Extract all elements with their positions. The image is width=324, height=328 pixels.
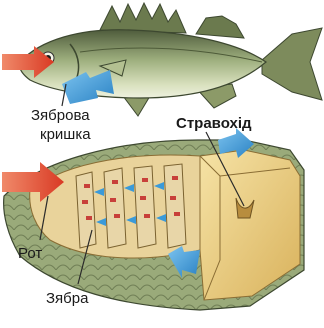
whole-fish — [19, 3, 322, 116]
gill-cover-label-line2: кришка — [40, 126, 91, 143]
dorsal-fin-spiny — [100, 3, 186, 33]
gills-label: Зябра — [46, 290, 89, 307]
esophagus-label: Стравохід — [176, 115, 252, 132]
gill-cover-label-line1: Зяброва — [31, 107, 90, 124]
mouth-label: Рот — [18, 245, 42, 262]
cutaway-fish — [4, 140, 304, 310]
tail-fin — [262, 28, 322, 100]
dorsal-fin-soft — [196, 16, 244, 38]
